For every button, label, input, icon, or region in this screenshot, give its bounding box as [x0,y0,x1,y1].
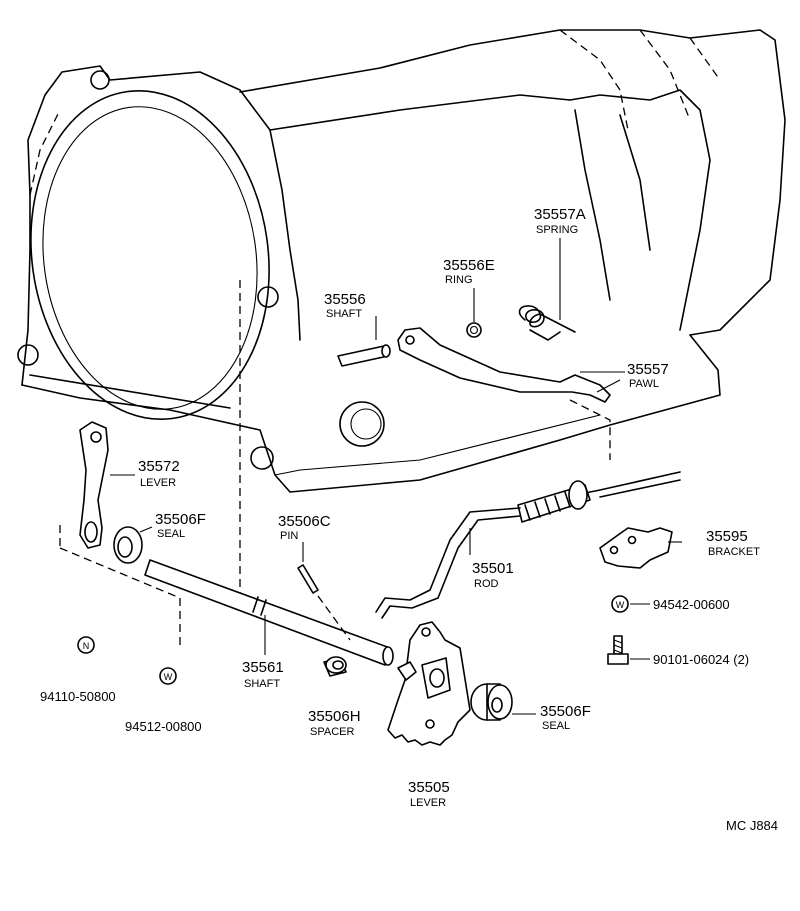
lower-shaft-name: SHAFT [244,678,280,690]
bracket-name: BRACKET [708,546,760,558]
lower-lever-part [387,621,471,746]
washer-right-symbol: W [616,600,625,610]
rod-name: ROD [474,578,499,590]
ring-name: RING [445,274,473,286]
pin-part [297,542,351,641]
spring-number: 35557A [534,206,586,223]
washer-left-number: 94512-00800 [125,719,202,734]
washer-left-symbol: W [164,672,173,682]
pin-name: PIN [280,530,298,542]
lower-lever-number: 35505 [408,779,450,796]
bolt-part [607,635,650,665]
upper-shaft-part [337,344,391,367]
seal-left-part [113,526,153,564]
lower-shaft-number: 35561 [242,659,284,676]
washer-right-number: 94542-00600 [653,597,730,612]
pawl-number: 35557 [627,361,669,378]
spacer-name: SPACER [310,726,354,738]
ring-number: 35556E [443,257,495,274]
labels: 35557A SPRING 35556E RING 35556 SHAFT 35… [40,206,778,833]
bracket-number: 35595 [706,528,748,545]
pin-number: 35506C [278,513,331,530]
upper-lever-number: 35572 [138,458,180,475]
lower-lever-name: LEVER [410,797,446,809]
ring-part [466,322,482,338]
nut-number: 94110-50800 [40,689,116,704]
pawl-name: PAWL [629,378,659,390]
pawl-part [397,327,621,403]
rod-part [375,471,681,619]
washer-right-part: W [611,595,650,613]
upper-shaft-name: SHAFT [326,308,362,320]
bolt-number: 90101-06024 (2) [653,652,749,667]
leader-lines [110,288,625,476]
washer-left-part: W [159,667,177,685]
seal-right-name: SEAL [542,720,570,732]
spacer-part [323,656,347,677]
seal-left-number: 35506F [155,511,206,528]
bracket-part [599,527,682,569]
spacer-number: 35506H [308,708,361,725]
rod-number: 35501 [472,560,514,577]
transmission-case [17,29,786,600]
seal-left-name: SEAL [157,528,185,540]
spring-name: SPRING [536,224,578,236]
upper-lever-part [59,421,181,650]
drawing-code: MC J884 [726,818,778,833]
lower-shaft-part [144,559,394,666]
nut-symbol: N [83,641,90,651]
spring-part [518,238,576,341]
upper-shaft-number: 35556 [324,291,366,308]
nut-part: N [77,636,95,654]
seal-right-part [470,683,536,721]
upper-lever-name: LEVER [140,477,176,489]
seal-right-number: 35506F [540,703,591,720]
